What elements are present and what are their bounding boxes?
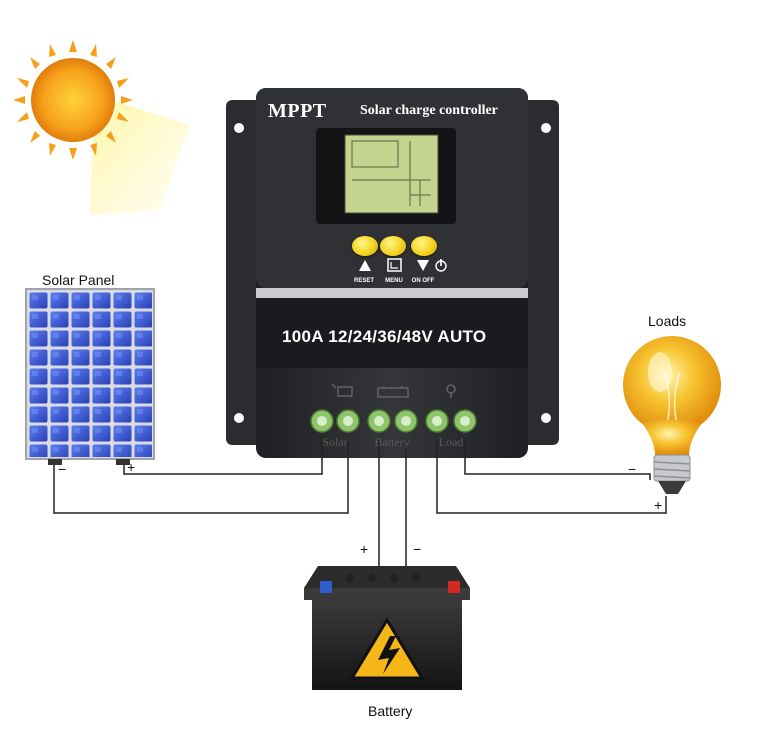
battery-label: Battery xyxy=(368,703,413,719)
controller-brand: MPPT xyxy=(268,100,327,122)
on-off-button[interactable] xyxy=(411,236,437,256)
solar-panel-icon xyxy=(25,288,155,465)
terminal-label-solar: Solar xyxy=(322,435,348,449)
sun-icon xyxy=(13,40,190,215)
menu-button[interactable] xyxy=(380,236,406,256)
light-bulb-icon xyxy=(623,336,721,494)
loads-label: Loads xyxy=(648,313,687,329)
battery-plus-sign: + xyxy=(360,541,369,557)
on-off-label: ON OFF xyxy=(411,278,435,284)
menu-label: MENU xyxy=(385,278,403,284)
down-triangle-power-icon xyxy=(417,259,447,272)
terminal-block xyxy=(310,409,477,433)
wires xyxy=(53,440,667,570)
solar-minus-sign: − xyxy=(58,461,67,477)
battery-icon xyxy=(304,566,470,690)
controller-spec: 100A 12/24/36/48V AUTO xyxy=(282,327,487,346)
up-triangle-icon xyxy=(359,260,371,271)
battery-minus-sign: − xyxy=(413,541,422,557)
controller-subtitle: Solar charge controller xyxy=(360,103,498,118)
terminal-label-battery: Battery xyxy=(374,435,410,449)
reset-label: RESET xyxy=(353,278,374,284)
solar-panel-label: Solar Panel xyxy=(42,272,115,288)
terminal-label-load: Load xyxy=(438,435,464,449)
load-minus-sign: − xyxy=(628,461,637,477)
menu-icon xyxy=(387,258,402,272)
reset-button[interactable] xyxy=(352,236,378,256)
controller-mount-ears xyxy=(226,100,559,445)
solar-plus-sign: + xyxy=(127,459,136,475)
load-plus-sign: + xyxy=(654,497,663,513)
charge-controller xyxy=(256,88,528,458)
